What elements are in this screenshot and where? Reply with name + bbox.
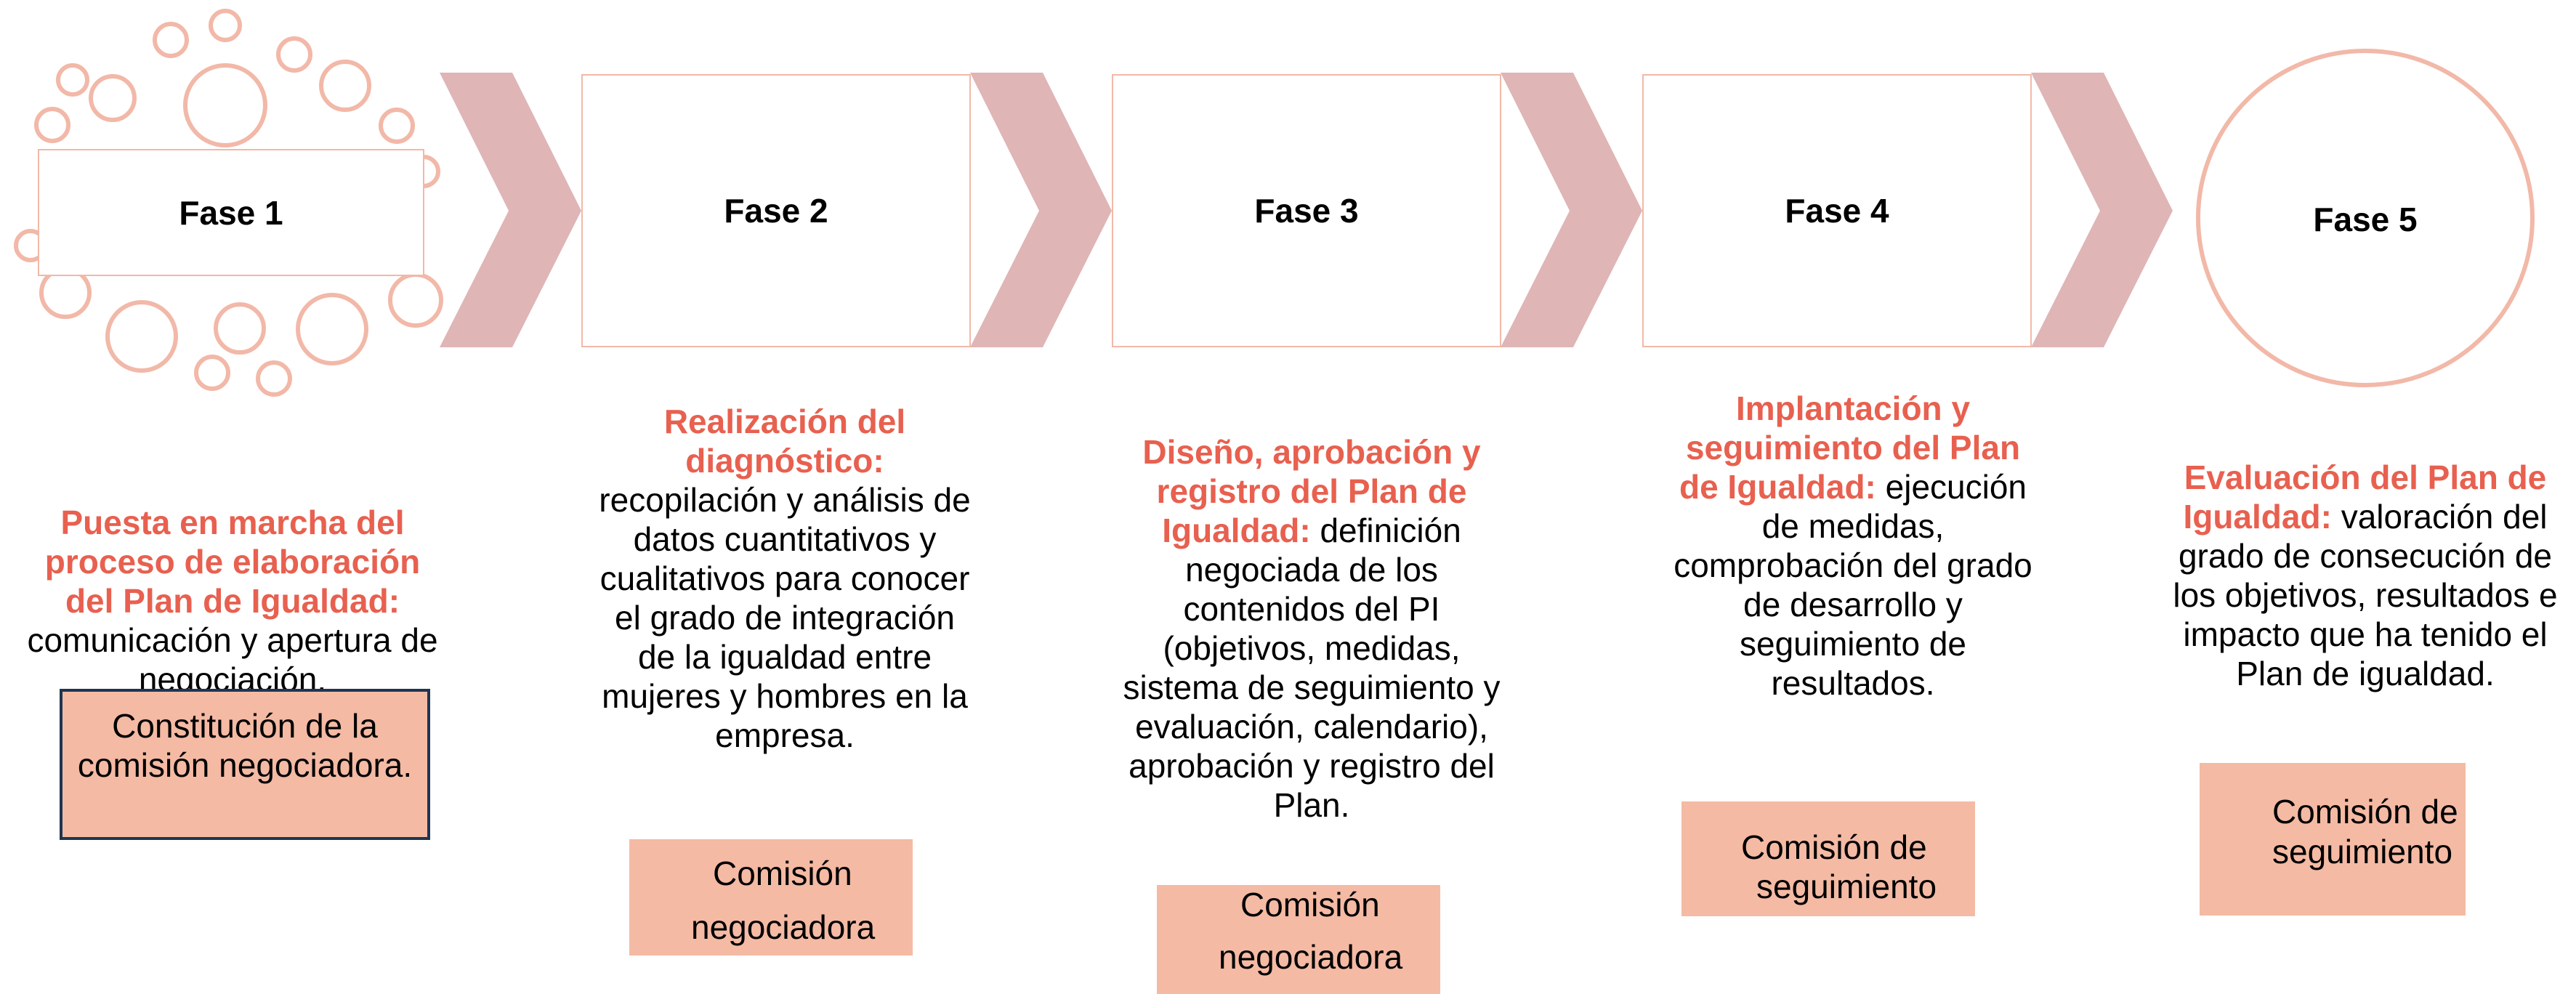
phase-1-box: Fase 1 (38, 149, 424, 276)
phase-2-description-title: Realización del diagnóstico: (663, 403, 906, 480)
phase-4-description-title: Implantación y seguimiento del Plan de I… (1679, 389, 2021, 506)
fase-5-circle (2196, 49, 2535, 387)
phase-3-committee-line2: negociadora (1219, 938, 1403, 976)
chevron-arrow-1 (440, 73, 581, 347)
phase-2-description: Realización del diagnóstico: recopilació… (596, 402, 974, 755)
phase-4-box: Fase 4 (1642, 74, 2032, 347)
phase-2-committee-box: Comisión negociadora (629, 839, 913, 955)
phase-3-box: Fase 3 (1112, 74, 1501, 347)
phase-5-committee-box: Comisión de seguimiento (2200, 763, 2466, 916)
phase-2-committee-line1: Comisión (713, 854, 852, 892)
phase-2-description-text: recopilación y análisis de datos cuantit… (599, 481, 971, 754)
phase-4-committee-line1: Comisión de (1741, 828, 1927, 866)
phase-3-description: Diseño, aprobación y registro del Plan d… (1123, 432, 1501, 825)
chevron-arrow-3 (1501, 73, 1642, 347)
phase-5-description-text: valoración del grado de consecución de l… (2173, 498, 2558, 692)
phase-2-label: Fase 2 (724, 192, 828, 230)
phase-5-description: Evaluación del Plan de Igualdad: valorac… (2169, 458, 2561, 693)
phase-4-committee-box: Comisión de seguimiento (1681, 801, 1975, 916)
phase-1-description-title: Puesta en marcha del proceso de elaborac… (44, 504, 421, 620)
phase-5-committee-line2: seguimiento (2272, 833, 2453, 870)
phase-5-description-title: Evaluación del Plan de Igualdad: (2183, 458, 2547, 536)
phase-3-label: Fase 3 (1254, 192, 1359, 230)
phase-1-committee-box: Constitución de la comisión negociadora. (60, 689, 430, 840)
phase-3-description-text: definición negociada de los contenidos d… (1123, 512, 1501, 824)
phase-5-label: Fase 5 (2313, 201, 2418, 238)
phase-1-label: Fase 1 (179, 193, 283, 232)
chevron-arrow-2 (970, 73, 1112, 347)
phase-1-description-text: comunicación y apertura de negociación. (27, 621, 438, 698)
phase-3-description-title: Diseño, aprobación y registro del Plan d… (1142, 433, 1481, 549)
phase-2-committee-line2: negociadora (691, 908, 876, 946)
phase-4-label: Fase 4 (1785, 192, 1889, 230)
phase-4-committee-line2: seguimiento (1756, 868, 1937, 905)
chevron-arrow-4 (2031, 73, 2173, 347)
phase-3-committee-box: Comisión negociadora (1157, 885, 1440, 994)
phase-4-description: Implantación y seguimiento del Plan de I… (1671, 389, 2035, 703)
phase-1-committee-text: Constitución de la comisión negociadora. (77, 707, 413, 784)
phase-1-description: Puesta en marcha del proceso de elaborac… (22, 503, 443, 699)
phase-3-committee-line1: Comisión (1240, 886, 1380, 924)
phase-2-box: Fase 2 (581, 74, 971, 347)
phase-4-description-text: ejecución de medidas, comprobación del g… (1673, 468, 2032, 702)
phase-5-committee-line1: Comisión de (2272, 793, 2458, 831)
